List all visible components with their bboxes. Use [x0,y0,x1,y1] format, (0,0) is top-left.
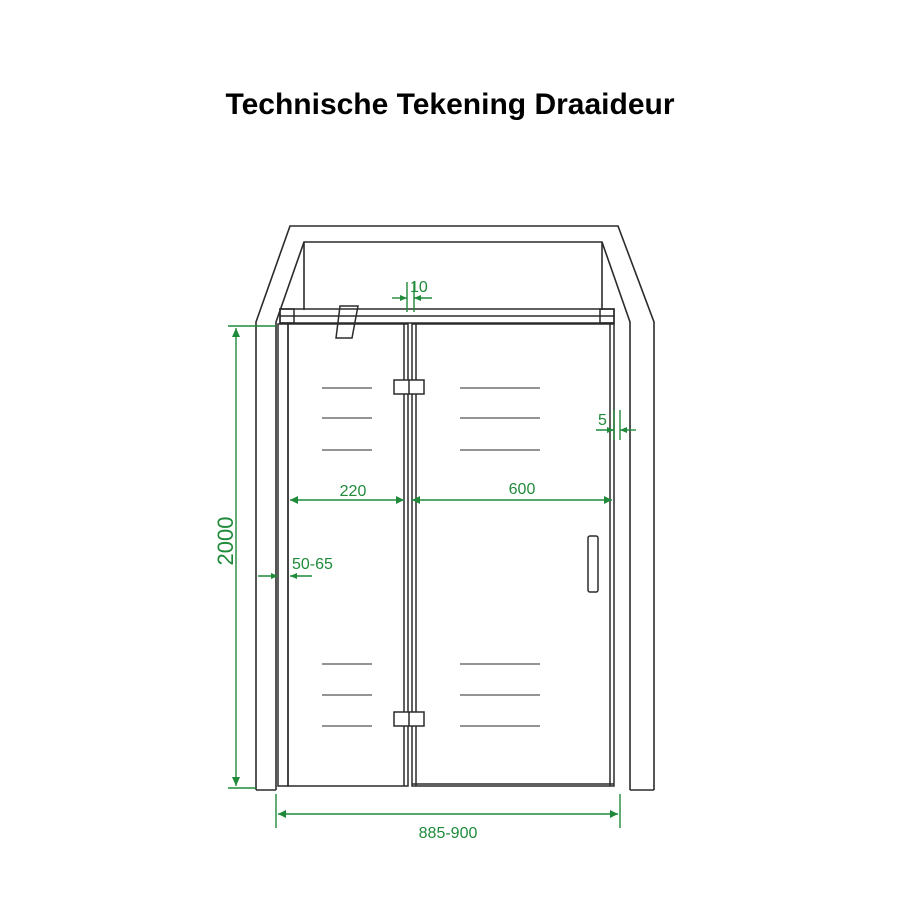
dim-label-total-width: 885-900 [419,825,478,842]
glass-panels [277,323,615,787]
door-handle [587,535,599,593]
dimension-lines [228,282,636,828]
stabilizer-bar [279,305,615,339]
arrowhead [271,573,278,579]
arrowhead [414,295,421,301]
dim-label-gap-top: 10 [410,279,428,296]
dim-label-height: 2000 [213,517,238,566]
arrowhead [620,427,627,433]
dim-label-wall-gap: 5 [598,412,607,429]
arrowhead [412,496,420,504]
arrowhead [232,777,240,786]
arrowhead [400,295,407,301]
arrowhead [607,427,614,433]
arrowhead [232,328,240,337]
arrowhead [396,496,404,504]
hinges [393,379,425,727]
bar-clamp [335,305,359,339]
dim-label-door: 600 [509,481,536,498]
arrowhead [290,496,298,504]
dimension-arrowheads [232,295,627,818]
arrowhead [604,496,612,504]
dim-label-fixed-panel: 220 [340,483,367,500]
fixed-glass-panel [287,323,409,787]
wall-profile [277,323,289,787]
dim-label-wall-profile: 50-65 [292,556,333,573]
dimension-labels: 10 5 220 600 2000 50-65 885-900 [213,279,607,842]
door-glass-panel [411,323,615,787]
page-title: Technische Tekening Draaideur [225,88,675,121]
alcove-inner-outline [275,241,631,790]
glass-reflection-lines [322,387,540,727]
arrowhead [278,810,286,818]
alcove-walls [255,225,655,791]
arrowhead [610,810,618,818]
wall-bracket-right [599,308,615,324]
arrowhead [290,573,297,579]
door-handle-bar [587,535,599,593]
wall-bracket-left [279,308,295,324]
alcove-outer-outline [255,225,655,790]
